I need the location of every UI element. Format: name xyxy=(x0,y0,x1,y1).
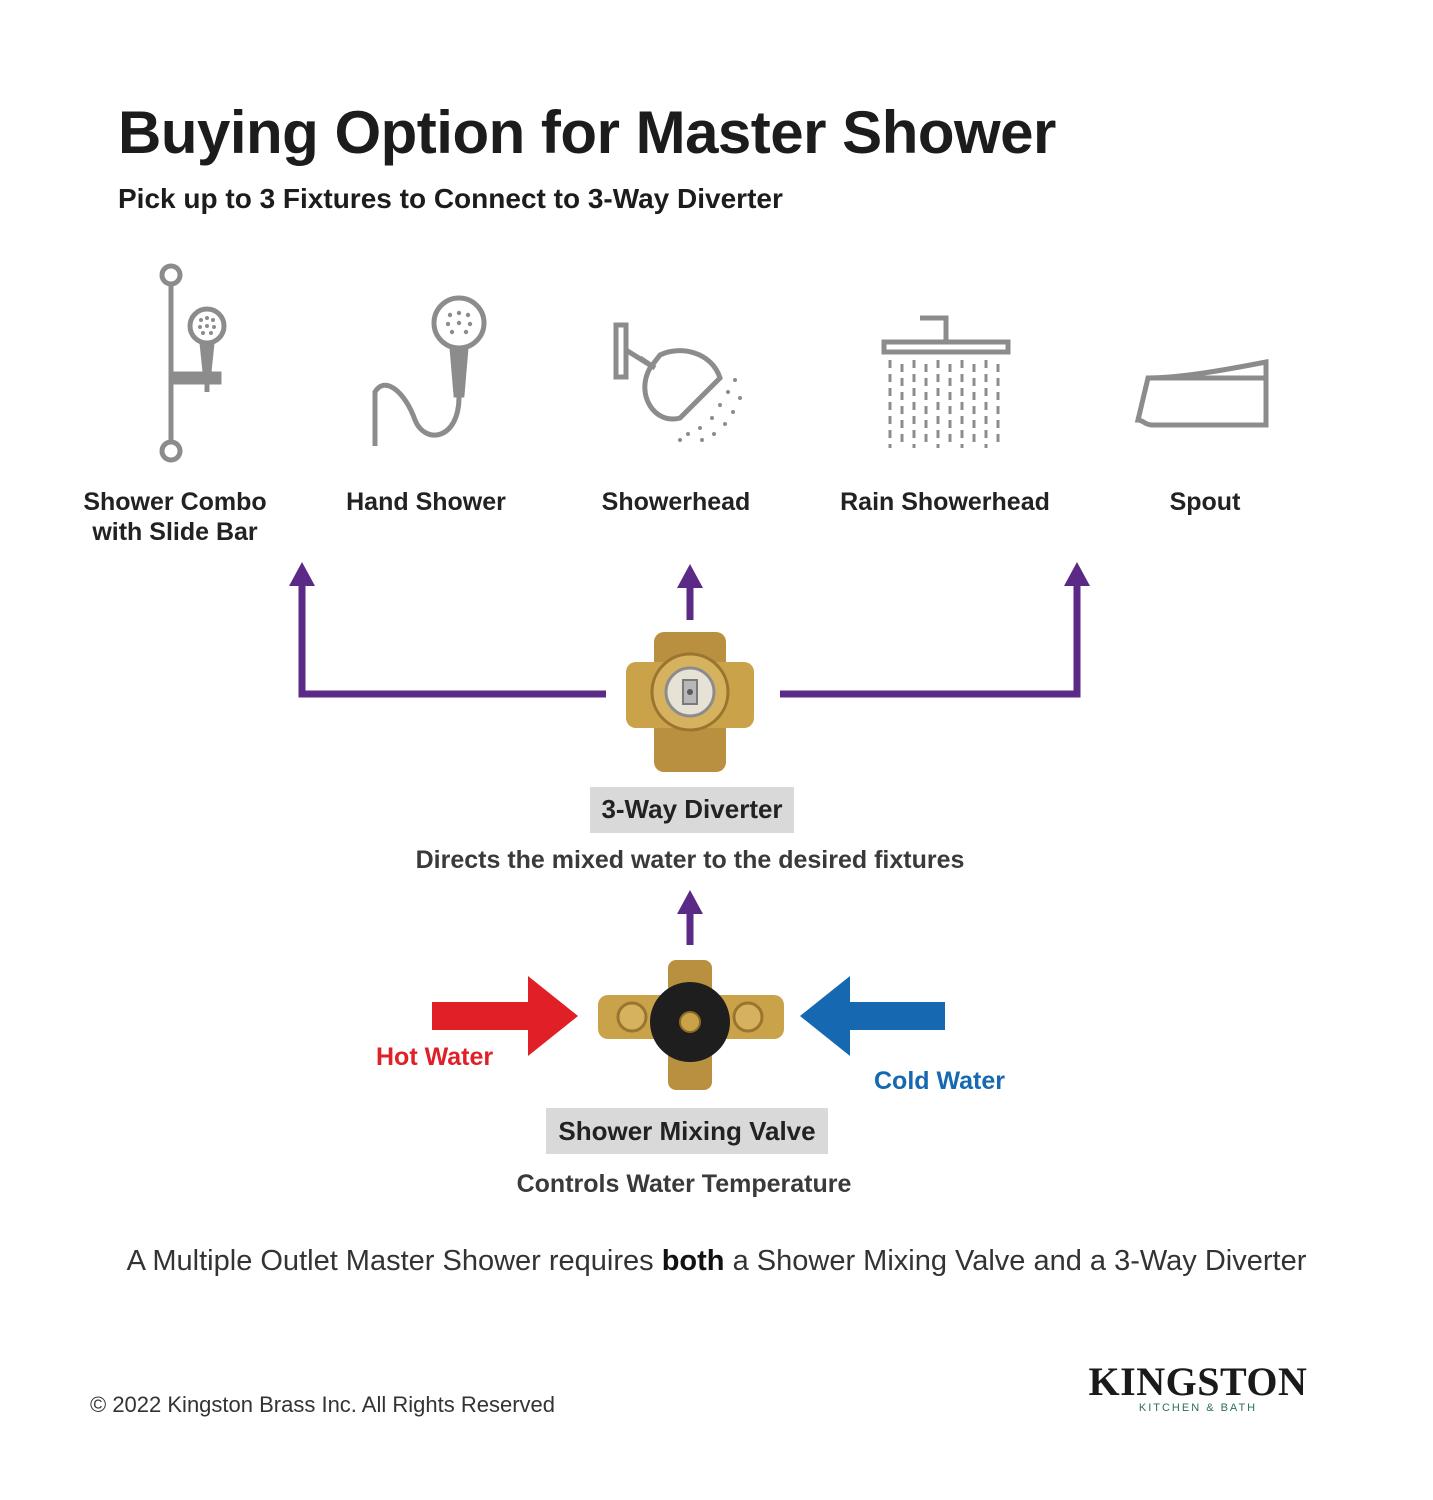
fixture-label-hand-shower: Hand Shower xyxy=(346,488,506,516)
copyright-text: © 2022 Kingston Brass Inc. All Rights Re… xyxy=(90,1392,555,1417)
arrow-head-mixing xyxy=(677,890,703,914)
showerhead-icon xyxy=(613,322,742,442)
mixing-valve-label: Shower Mixing Valve xyxy=(546,1108,828,1154)
mixing-valve-description: Controls Water Temperature xyxy=(516,1170,852,1198)
cold-water-arrow xyxy=(800,976,945,1056)
diverter-flow-arrows xyxy=(298,580,1081,945)
diverter-description: Directs the mixed water to the desired f… xyxy=(415,846,965,874)
shower-combo-slide-bar-icon xyxy=(159,263,227,463)
cold-water-label: Cold Water xyxy=(874,1067,1006,1095)
fixture-label-rain-showerhead: Rain Showerhead xyxy=(840,488,1050,516)
brand-tagline: KITCHEN & BATH xyxy=(1138,1402,1258,1414)
diverter-label: 3-Way Diverter xyxy=(590,787,794,833)
diverter-valve-image xyxy=(626,632,754,772)
requirement-note: A Multiple Outlet Master Shower requires… xyxy=(126,1245,1307,1277)
page-title: Buying Option for Master Shower xyxy=(118,99,1056,166)
mixing-valve-image xyxy=(598,960,784,1090)
spout-icon xyxy=(1134,358,1269,428)
fixture-label-spout: Spout xyxy=(1169,488,1241,516)
rain-showerhead-icon xyxy=(881,315,1011,448)
brand-logo: KINGSTON xyxy=(1088,1359,1308,1404)
arrow-head-center xyxy=(677,564,703,588)
fixture-label-showerhead: Showerhead xyxy=(601,488,751,516)
fixture-label-shower-combo: Shower Combo with Slide Bar xyxy=(83,488,267,546)
hand-shower-icon xyxy=(372,295,487,446)
arrow-head-right xyxy=(1064,562,1090,586)
hot-water-arrow xyxy=(432,976,578,1056)
hot-water-label: Hot Water xyxy=(376,1043,494,1071)
arrow-head-left xyxy=(289,562,315,586)
page-subtitle: Pick up to 3 Fixtures to Connect to 3-Wa… xyxy=(118,183,783,214)
